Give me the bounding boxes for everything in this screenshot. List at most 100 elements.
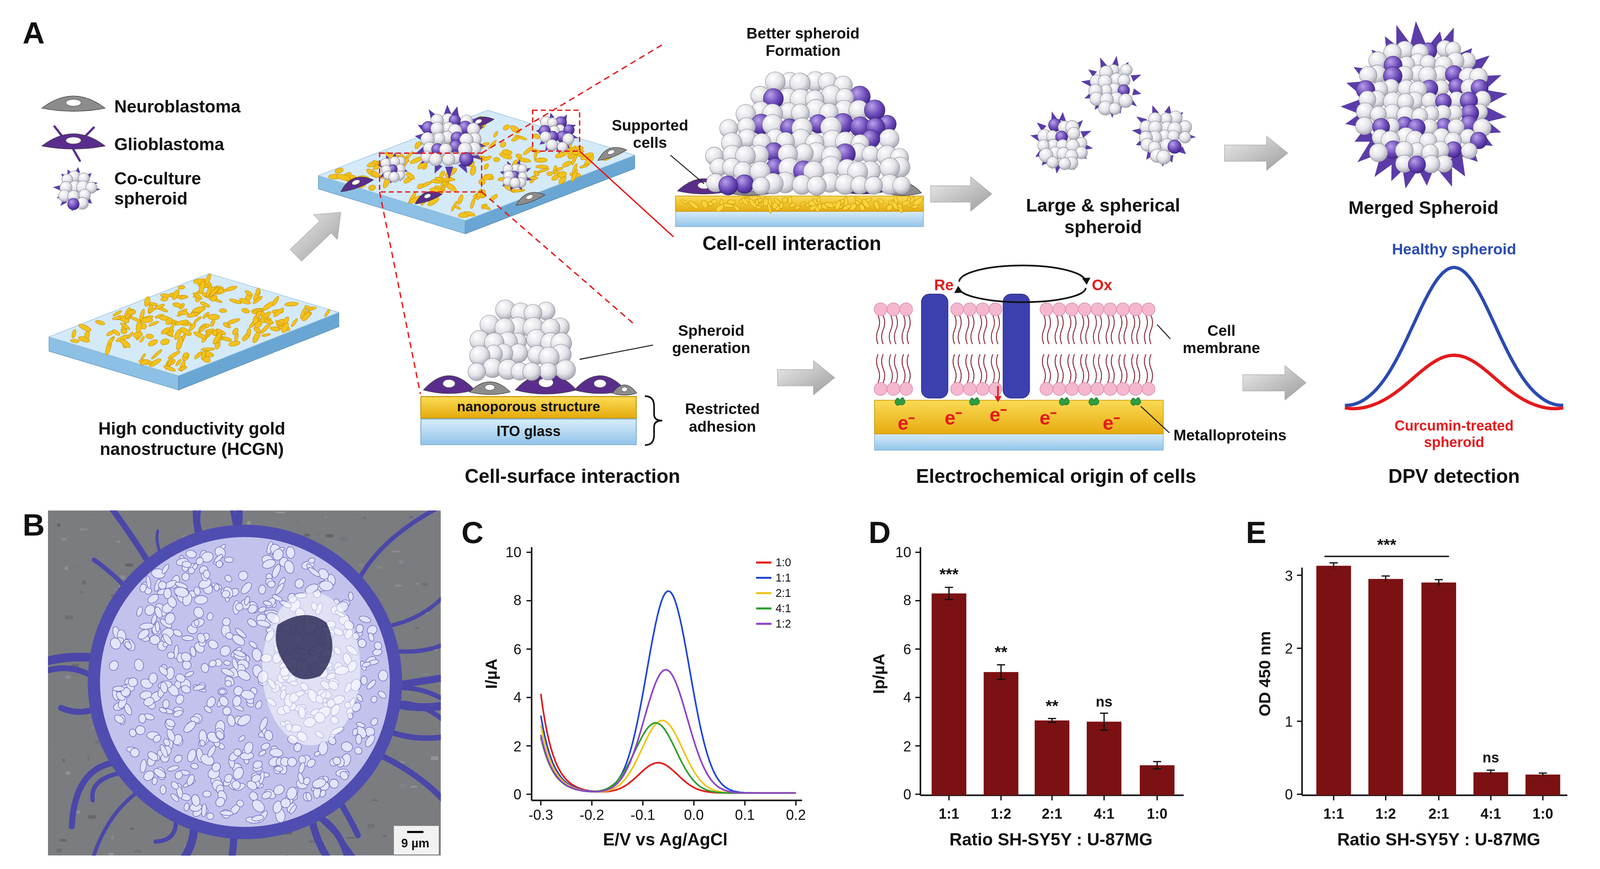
cell-surface — [162, 698, 170, 709]
leader-line — [670, 155, 705, 184]
cell-surface — [219, 810, 234, 816]
cell-surface — [206, 637, 220, 651]
lipid-head — [1065, 382, 1079, 396]
sem-texture — [311, 518, 316, 520]
sem-texture — [71, 674, 79, 676]
cell-surface — [292, 742, 303, 753]
error-cap — [1100, 729, 1109, 731]
lipid-head — [1052, 382, 1066, 396]
stage-caption: Cell-surface interaction — [464, 465, 680, 488]
cell-surface — [205, 695, 217, 709]
gold-grain — [200, 350, 207, 361]
cell-surface — [231, 765, 246, 781]
cell-surface — [151, 776, 158, 785]
gold-grain — [119, 321, 131, 331]
tick — [915, 551, 921, 553]
cell-surface — [149, 634, 161, 645]
cell-surface — [304, 791, 313, 802]
nucleus — [66, 99, 81, 107]
arrow-head — [954, 285, 963, 293]
cell-surface — [213, 726, 227, 741]
curve-label: Healthy spheroid — [1392, 240, 1517, 258]
tick — [693, 799, 695, 805]
cell-surface — [205, 743, 217, 758]
cell-surface — [331, 754, 343, 767]
cell-sphere — [718, 175, 739, 195]
cell-surface — [378, 669, 388, 681]
sem-texture — [134, 849, 142, 852]
cell-surface — [360, 675, 368, 685]
cell-surface — [230, 632, 247, 648]
cell-surface — [271, 593, 284, 603]
cell-sphere — [892, 176, 911, 195]
sem-texture — [212, 842, 217, 844]
cell-surface — [267, 580, 276, 588]
cell-surface — [327, 777, 341, 790]
cell-surface — [257, 716, 269, 732]
spheroid — [414, 104, 486, 179]
cell-surface — [222, 772, 235, 785]
cell-body — [412, 187, 443, 206]
error-cap — [1047, 721, 1057, 723]
lipid-head — [963, 382, 977, 396]
gold-grain — [147, 306, 157, 314]
cell-surface — [242, 740, 255, 755]
gold-grain — [535, 165, 549, 169]
cell-surface — [233, 601, 245, 612]
gold-grain — [534, 157, 548, 163]
gold-grain — [141, 316, 153, 323]
cell-surface — [139, 583, 147, 593]
error-cap — [997, 663, 1006, 665]
cell-surface — [351, 727, 359, 736]
cell-body — [513, 187, 546, 207]
cell-surface — [206, 611, 214, 621]
cell-surface — [135, 605, 144, 617]
error-cap — [1153, 767, 1162, 770]
gold-grain — [219, 308, 227, 313]
cell-surface — [151, 733, 163, 744]
tick — [915, 744, 921, 746]
cell-surface — [243, 595, 251, 606]
nucleus — [66, 136, 81, 144]
tick — [1000, 794, 1002, 800]
cell-surface — [358, 614, 372, 624]
lipid-tail — [978, 315, 987, 344]
cell-sphere — [1408, 155, 1426, 173]
gold-grain — [413, 140, 422, 150]
error-cap — [1329, 562, 1338, 564]
tick — [915, 648, 921, 650]
treated-curve — [1344, 354, 1564, 409]
lipid-tail — [1131, 315, 1140, 344]
sem-texture — [64, 566, 68, 570]
cell-surface — [163, 611, 177, 626]
cell-surface — [173, 585, 190, 599]
gold-grain — [515, 153, 523, 159]
process-arrow — [930, 176, 992, 212]
sem-texture — [247, 520, 251, 525]
electron-label: e⁻ — [989, 404, 1007, 427]
gold-grain — [700, 199, 710, 210]
cell-surface — [152, 766, 168, 780]
cell-surface — [262, 599, 273, 607]
gold-grain — [561, 159, 573, 169]
cell-surface — [210, 760, 223, 773]
gold-grain — [787, 195, 792, 205]
panel-letter: B — [22, 507, 45, 544]
sem-texture — [66, 770, 71, 775]
gold-grain — [911, 204, 919, 209]
sem-background — [47, 510, 441, 856]
gold-grain — [179, 293, 187, 300]
sem-texture — [427, 815, 432, 820]
dpv-curve — [540, 669, 796, 793]
chart-d — [915, 547, 1184, 801]
gold-grain — [481, 203, 492, 211]
cell-process — [444, 166, 454, 179]
lipid-tail — [991, 354, 1000, 383]
lipid-head — [1116, 382, 1130, 396]
cell — [469, 381, 511, 395]
cell-surface — [235, 798, 245, 808]
cell-surface — [355, 734, 362, 744]
lipid-head — [1065, 302, 1079, 316]
nucleus — [621, 387, 628, 392]
gold-grain — [571, 163, 579, 175]
